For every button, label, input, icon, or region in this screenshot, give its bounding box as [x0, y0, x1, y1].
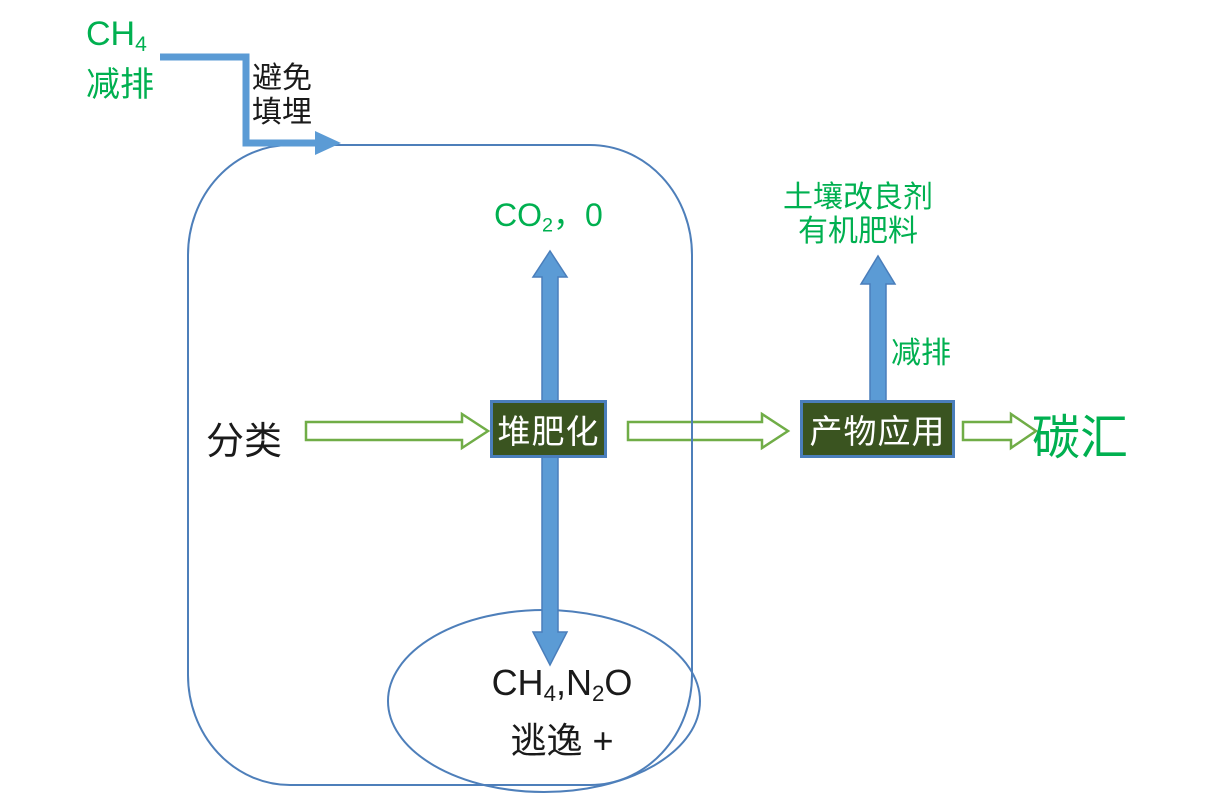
ch4-reduction-label: CH4 减排: [86, 14, 154, 105]
avoid-landfill-line1: 避免: [252, 62, 312, 95]
up-arrow-co2-icon: [531, 249, 569, 405]
avoid-landfill-label: 避免 填埋: [252, 62, 312, 130]
fugitive-formula-p3: O: [604, 662, 633, 703]
fugitive-formula-p1: CH: [491, 662, 544, 703]
fugitive-formula-p2: ,N: [555, 662, 592, 703]
composting-node: 堆肥化: [490, 400, 607, 458]
composting-node-label: 堆肥化: [497, 413, 600, 450]
co2-formula: CO: [494, 197, 542, 233]
soil-amendment-label: 土壤改良剂 有机肥料: [748, 181, 968, 249]
fugitive-formula: CH4,N2O: [447, 659, 677, 717]
ch4-reduction-caption: 减排: [86, 65, 154, 104]
down-arrow-fugitive-icon: [531, 455, 569, 667]
fugitive-formula-s1: 4: [543, 681, 556, 707]
elbow-arrow: [160, 53, 317, 147]
elbow-arrow-head-icon: [315, 131, 341, 155]
soil-amendment-line1: 土壤改良剂: [783, 181, 933, 214]
flow-arrow-composting-to-product-icon: [626, 411, 791, 451]
soil-amendment-line2: 有机肥料: [798, 215, 918, 248]
product-application-node-label: 产物应用: [809, 413, 946, 450]
up-arrow-soil-icon: [859, 254, 897, 403]
fugitive-emissions-label: CH4,N2O 逃逸 +: [447, 659, 677, 764]
co2-formula-subscript: 2: [542, 214, 554, 237]
fugitive-formula-s2: 2: [591, 681, 605, 707]
avoid-landfill-line2: 填埋: [252, 96, 312, 129]
product-application-node: 产物应用: [800, 400, 955, 458]
co2-zero-suffix: ，0: [553, 197, 603, 233]
flow-arrow-product-to-carbonsink-icon: [961, 411, 1039, 451]
fugitive-caption: 逃逸 +: [510, 720, 614, 762]
ch4-formula-subscript: 4: [135, 32, 147, 56]
ch4-formula: CH: [86, 15, 136, 53]
carbon-sink-label: 碳汇: [1032, 412, 1129, 465]
co2-zero-label: CO2，0: [494, 190, 603, 238]
reduction-right-label: 减排: [891, 337, 951, 370]
flow-arrow-sorting-to-composting-icon: [304, 411, 491, 451]
enclosure-outline: [187, 144, 693, 786]
sorting-label: 分类: [206, 421, 283, 463]
